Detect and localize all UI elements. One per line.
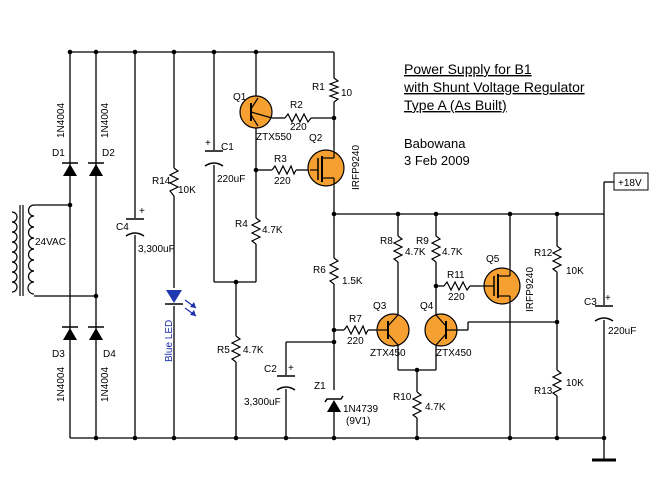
title-line-3: Type A (As Built) — [404, 97, 507, 113]
resistor-r7-value: 220 — [347, 336, 364, 347]
transistor-q1: Q1 ZTX550 — [233, 92, 292, 143]
led-label: Blue LED — [164, 320, 175, 362]
resistor-r8-value: 4.7K — [405, 247, 426, 258]
resistor-r13-ref: R13 — [534, 386, 553, 397]
resistor-r1-ref: R1 — [312, 82, 325, 93]
diode-d3-ref: D3 — [52, 349, 65, 360]
diode-d1-part: 1N4004 — [56, 103, 67, 138]
zener-z1-voltage: (9V1) — [346, 416, 370, 427]
transistor-q1-ref: Q1 — [233, 92, 247, 103]
author-name: Babowana — [404, 136, 466, 151]
transistor-q5: Q5 IRFP9240 — [480, 254, 536, 312]
title-line-1: Power Supply for B1 — [404, 61, 532, 77]
diode-d3: D3 1N4004 — [52, 326, 78, 402]
resistor-r3-value: 220 — [274, 176, 291, 187]
resistor-r14-value: 10K — [178, 185, 196, 196]
title-line-2: with Shunt Voltage Regulator — [403, 79, 585, 95]
capacitor-c4: + C4 3,300uF — [116, 206, 175, 255]
resistor-r14-ref: R14 — [152, 176, 171, 187]
capacitor-c2-value: 3,300uF — [244, 397, 281, 408]
zener-z1-part: 1N4739 — [343, 404, 378, 415]
transistor-q5-ref: Q5 — [486, 254, 500, 265]
resistor-r3-ref: R3 — [274, 154, 287, 165]
transformer-symbol — [11, 204, 35, 296]
output-terminal: +18V — [613, 172, 649, 191]
diode-d3-part: 1N4004 — [56, 367, 67, 402]
capacitor-c4-ref: C4 — [116, 222, 129, 233]
resistor-r8-ref: R8 — [380, 236, 393, 247]
transistor-q2: Q2 IRFP9240 — [307, 133, 362, 190]
resistor-r11-ref: R11 — [447, 270, 465, 281]
diode-d2-part: 1N4004 — [100, 103, 111, 138]
capacitor-c1-value: 220uF — [217, 174, 245, 185]
resistor-r7-ref: R7 — [349, 314, 362, 325]
resistor-r9-value: 4.7K — [442, 247, 463, 258]
drawing-date: 3 Feb 2009 — [404, 153, 470, 168]
svg-text:+: + — [605, 293, 611, 304]
svg-text:+: + — [288, 363, 294, 374]
diode-d1-ref: D1 — [52, 148, 65, 159]
capacitor-c3: + C3 220uF — [584, 293, 636, 337]
transistor-q1-part: ZTX550 — [256, 132, 292, 143]
resistor-r5-ref: R5 — [217, 345, 230, 356]
capacitor-c2: + C2 3,300uF — [244, 363, 296, 408]
resistor-r10-value: 4.7K — [425, 402, 446, 413]
resistor-r10-ref: R10 — [393, 392, 412, 403]
zener-z1-ref: Z1 — [314, 381, 326, 392]
resistor-r2-ref: R2 — [290, 100, 303, 111]
capacitor-c4-value: 3,300uF — [138, 244, 175, 255]
transistor-q4-part: ZTX450 — [436, 348, 472, 359]
resistor-zigzags — [168, 77, 563, 419]
resistor-r4-ref: R4 — [235, 219, 248, 230]
transistor-q3-ref: Q3 — [373, 301, 387, 312]
title-block: Power Supply for B1 with Shunt Voltage R… — [403, 61, 585, 168]
diode-d2: D2 1N4004 — [88, 103, 115, 176]
capacitor-c3-ref: C3 — [584, 297, 597, 308]
capacitor-c1: + C1 220uF — [204, 138, 245, 185]
resistor-r1-value: 10 — [341, 88, 353, 99]
svg-text:+: + — [139, 206, 145, 217]
svg-text:+: + — [205, 138, 211, 149]
diode-d2-ref: D2 — [102, 148, 115, 159]
resistor-r2-value: 220 — [290, 122, 307, 133]
output-voltage-label: +18V — [618, 178, 642, 189]
led-blue: Blue LED — [164, 290, 197, 362]
transistor-q2-ref: Q2 — [309, 133, 323, 144]
capacitor-c1-ref: C1 — [221, 142, 234, 153]
diode-d4-ref: D4 — [103, 349, 116, 360]
diode-d4: D4 1N4004 — [88, 326, 116, 402]
resistor-r13-value: 10K — [566, 378, 584, 389]
resistor-r5-value: 4.7K — [243, 345, 264, 356]
transistor-q4-ref: Q4 — [420, 301, 434, 312]
transistor-q4: Q4 ZTX450 — [420, 301, 472, 359]
resistor-r12-ref: R12 — [534, 248, 553, 259]
zener-z1: Z1 1N4739 (9V1) — [314, 381, 378, 427]
junction-dots — [67, 49, 607, 441]
resistor-r4-value: 4.7K — [262, 225, 283, 236]
wires — [34, 51, 614, 460]
diode-d4-part: 1N4004 — [100, 367, 111, 402]
capacitor-c3-value: 220uF — [608, 326, 636, 337]
transistor-q3-part: ZTX450 — [370, 348, 406, 359]
capacitor-c2-ref: C2 — [264, 364, 277, 375]
resistor-r12-value: 10K — [566, 266, 584, 277]
resistor-r6-value: 1.5K — [342, 276, 363, 287]
transistor-q5-part: IRFP9240 — [525, 267, 536, 312]
resistor-r11-value: 220 — [448, 292, 465, 303]
transformer-voltage-label: 24VAC — [35, 237, 66, 248]
resistor-r6-ref: R6 — [313, 265, 326, 276]
resistor-r9-ref: R9 — [416, 236, 429, 247]
diode-d1: D1 1N4004 — [52, 103, 78, 176]
transistor-q3: Q3 ZTX450 — [370, 301, 410, 359]
transistor-q2-part: IRFP9240 — [351, 145, 362, 190]
